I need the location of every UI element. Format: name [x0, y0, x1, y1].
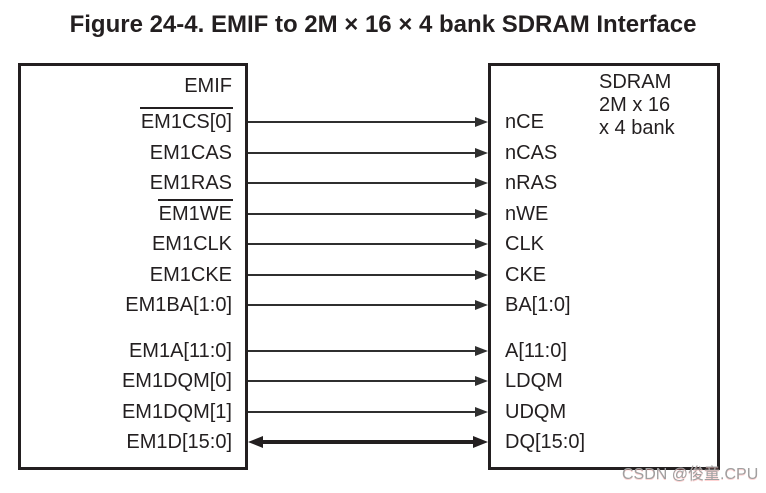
- sdram-pin-label: UDQM: [505, 401, 566, 423]
- sdram-pin-text: DQ[15:0]: [505, 431, 586, 453]
- emif-pin-text: EM1D[15:0]: [126, 431, 232, 453]
- signal-arrow: [248, 207, 488, 221]
- signal-arrow: [248, 374, 488, 388]
- sdram-pin-label: CKE: [505, 264, 546, 286]
- sdram-pin-text: nCE: [505, 111, 544, 133]
- emif-pin-text: EM1CLK: [151, 233, 232, 255]
- sdram-pin-text: UDQM: [505, 400, 567, 423]
- emif-pin-label: EM1DQM[0]: [26, 370, 232, 392]
- emif-pin-text: EM1DQM[0]: [121, 370, 232, 392]
- emif-pin-label: EM1CS[0]: [26, 107, 234, 133]
- emif-pin-text: EM1A[11:0]: [128, 339, 232, 362]
- emif-pin-text: EM1CAS: [149, 141, 232, 164]
- emif-pin-label: EM1D[15:0]: [26, 431, 232, 453]
- signal-arrow: [248, 146, 488, 160]
- emif-pin-label: EM1CAS: [26, 142, 232, 164]
- emif-pin-text: EM1CKE: [149, 263, 232, 286]
- emif-pin-text: EM1RAS: [149, 172, 232, 194]
- arrowhead-left-icon: [248, 436, 263, 448]
- sdram-name: SDRAM: [599, 71, 672, 93]
- sdram-pin-text: nWE: [505, 202, 549, 225]
- sdram-pin-label: nCE: [505, 111, 544, 133]
- arrow-line: [260, 440, 476, 444]
- sdram-pin-text: CKE: [505, 263, 547, 286]
- signal-arrow: [248, 344, 488, 358]
- arrow-line: [248, 182, 477, 184]
- arrow-line: [248, 410, 477, 413]
- arrow-line: [248, 212, 477, 215]
- arrowhead-right-icon: [475, 178, 488, 188]
- arrow-line: [248, 121, 477, 123]
- sdram-pin-label: nRAS: [505, 172, 557, 194]
- arrowhead-right-icon: [475, 239, 488, 249]
- arrow-line: [248, 304, 477, 306]
- emif-pin-label: EM1RAS: [26, 172, 232, 194]
- signal-arrow: [248, 405, 488, 419]
- emif-pin-text: EM1DQM[1]: [121, 400, 232, 423]
- watermark: CSDN @俊童.CPU: [622, 466, 759, 483]
- arrow-line: [248, 380, 477, 382]
- sdram-pin-label: A[11:0]: [505, 340, 567, 362]
- emif-block-title: EMIF: [184, 75, 232, 97]
- arrow-line: [248, 151, 477, 154]
- sdram-block: [488, 63, 720, 470]
- sdram-pin-label: nWE: [505, 203, 548, 225]
- emif-pin-text: EM1WE: [157, 198, 234, 225]
- sdram-pin-label: DQ[15:0]: [505, 431, 585, 453]
- arrow-line: [248, 243, 477, 245]
- sdram-banks: x 4 bank: [599, 117, 675, 139]
- sdram-pin-text: nRAS: [505, 172, 558, 194]
- sdram-pin-label: BA[1:0]: [505, 294, 571, 316]
- emif-pin-label: EM1CLK: [26, 233, 232, 255]
- arrowhead-right-icon: [475, 345, 488, 356]
- sdram-pin-label: nCAS: [505, 142, 557, 164]
- arrowhead-right-icon: [475, 269, 488, 280]
- sdram-pin-label: LDQM: [505, 370, 563, 392]
- signal-arrow: [248, 298, 488, 312]
- emif-block: [18, 63, 248, 470]
- arrowhead-right-icon: [475, 147, 488, 158]
- emif-pin-label: EM1A[11:0]: [26, 340, 232, 362]
- figure-title: Figure 24-4. EMIF to 2M × 16 × 4 bank SD…: [69, 11, 697, 38]
- emif-pin-text: EM1CS[0]: [139, 107, 234, 133]
- arrowhead-right-icon: [475, 376, 488, 386]
- arrow-line: [248, 273, 477, 276]
- signal-arrow: [248, 115, 488, 129]
- arrowhead-right-icon: [475, 117, 488, 127]
- emif-pin-label: EM1BA[1:0]: [26, 294, 232, 316]
- sdram-pin-text: A[11:0]: [505, 339, 567, 362]
- sdram-pin-text: nCAS: [505, 141, 558, 164]
- emif-pin-label: EM1DQM[1]: [26, 401, 232, 423]
- arrowhead-right-icon: [475, 300, 488, 310]
- signal-arrow: [248, 237, 488, 251]
- sdram-pin-label: CLK: [505, 233, 544, 255]
- arrowhead-right-icon: [475, 208, 488, 219]
- sdram-pin-text: LDQM: [505, 370, 563, 392]
- signal-arrow: [248, 176, 488, 190]
- sdram-pin-text: CLK: [505, 233, 544, 255]
- sdram-pin-text: BA[1:0]: [505, 294, 571, 316]
- sdram-block-title: SDRAM 2M x 16 x 4 bank: [599, 71, 675, 140]
- arrowhead-right-icon: [475, 406, 488, 417]
- signal-arrow: [248, 268, 488, 282]
- bidirectional-arrow: [248, 435, 488, 449]
- emif-pin-label: EM1CKE: [26, 264, 232, 286]
- emif-pin-label: EM1WE: [26, 198, 234, 225]
- arrow-line: [248, 349, 477, 352]
- sdram-size: 2M x 16: [599, 94, 671, 116]
- emif-pin-text: EM1BA[1:0]: [125, 294, 232, 316]
- arrowhead-right-icon: [473, 436, 488, 448]
